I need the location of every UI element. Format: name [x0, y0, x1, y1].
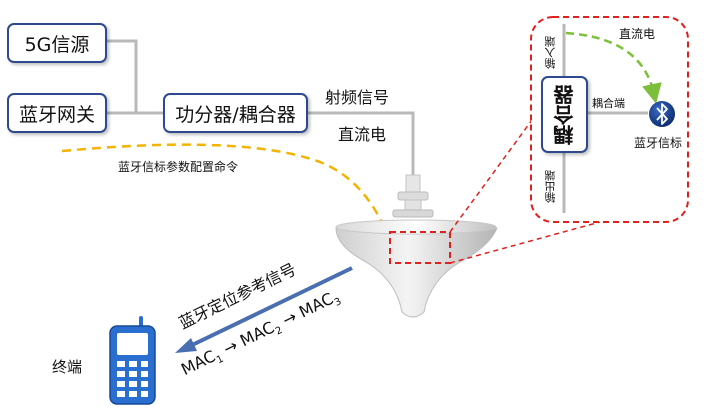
coupling-port-label: 耦合端: [592, 97, 625, 110]
splitter-coupler-box: 功分器/耦合器: [163, 93, 308, 133]
zoom-lines: [449, 119, 601, 264]
ceiling-antenna-icon: [335, 174, 498, 318]
arrow-right-icon: →: [220, 335, 241, 359]
coupler-highlight-box: [389, 231, 451, 264]
connection-wires: [107, 39, 415, 180]
bt-gateway-box: 蓝牙网关: [7, 93, 107, 133]
dc-power-arrow: [565, 31, 662, 104]
arrow-right-icon: →: [279, 306, 300, 330]
bluetooth-icon: [649, 101, 675, 127]
positioning-arrow: [175, 266, 353, 353]
source-5g-box: 5G信源: [7, 23, 107, 63]
output-port-label: 输出端: [544, 170, 557, 203]
bt-beacon-label: 蓝牙信标: [634, 136, 683, 150]
config-command-label: 蓝牙信标参数配置命令: [118, 160, 239, 174]
input-port-label: 输入端: [544, 36, 557, 69]
inset-callout: [530, 16, 689, 223]
dc-power-label: 直流电: [338, 125, 387, 144]
rf-signal-label: 射频信号: [325, 88, 390, 107]
mobile-phone-icon: [109, 316, 156, 405]
inset-dc-power-label: 直流电: [619, 27, 656, 41]
coupler-label: 耦合器: [552, 84, 577, 145]
coupler-box: 耦合器: [541, 76, 588, 153]
terminal-label: 终端: [52, 358, 83, 376]
